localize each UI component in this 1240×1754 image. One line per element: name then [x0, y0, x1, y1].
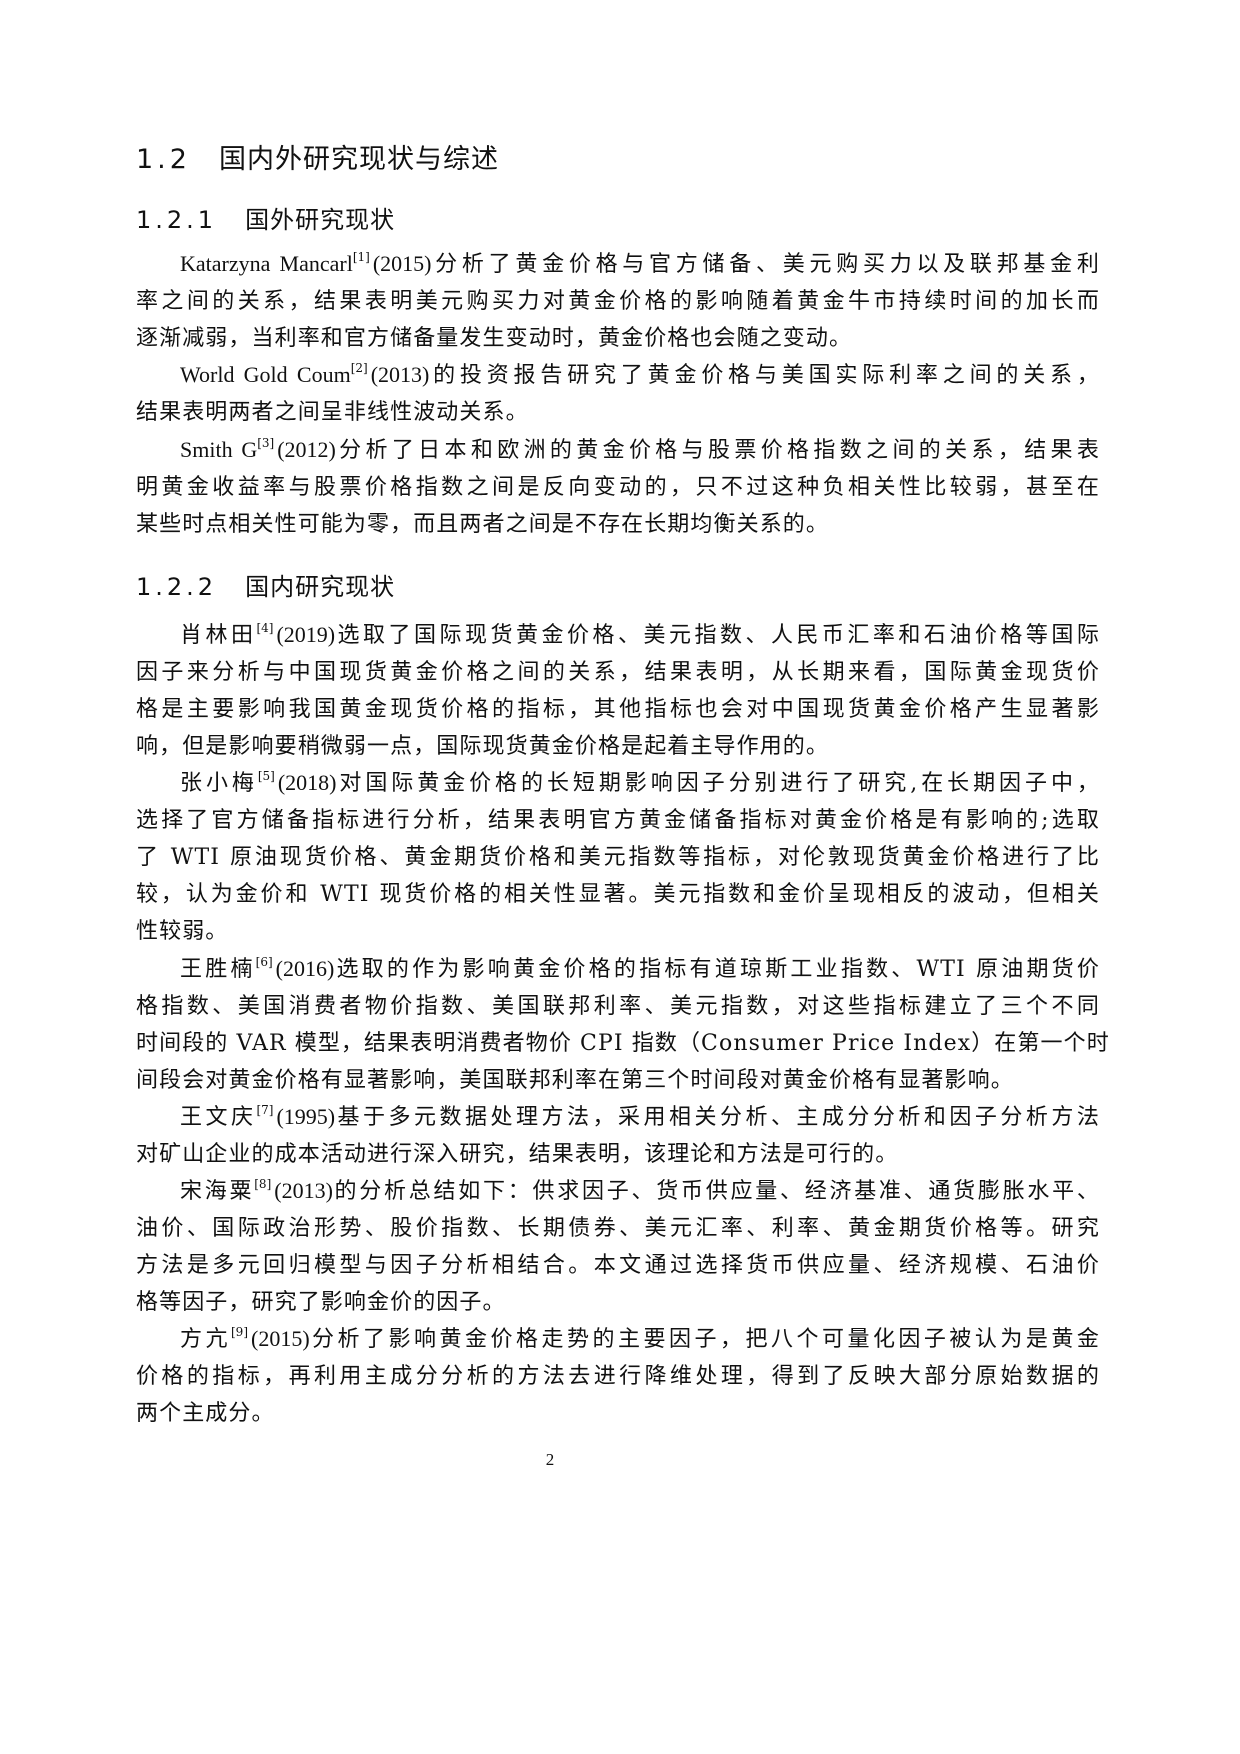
author: World Gold Coum	[180, 362, 351, 387]
author: Smith G	[180, 437, 258, 462]
text-line: 因子来分析与中国现货黄金价格之间的关系，结果表明，从长期来看，国际黄金现货价	[136, 660, 1100, 685]
subsection-heading-domestic: 1.2.2 国内研究现状	[136, 567, 395, 602]
text-line: 选取了国际现货黄金价格、美元指数、人民币汇率和石油价格等国际	[335, 623, 1100, 648]
text-line: 对矿山企业的成本活动进行深入研究，结果表明，该理论和方法是可行的。	[136, 1142, 899, 1167]
subsection-title: 国内研究现状	[245, 573, 396, 601]
year: (2013)	[274, 1178, 333, 1203]
year: (2019)	[276, 622, 336, 647]
text-line: 明黄金收益率与股票价格指数之间是反向变动的，只不过这种负相关性比较弱，甚至在	[136, 475, 1100, 500]
page-number: 2	[545, 1450, 555, 1469]
text-line: 了 WTI 原油现货价格、黄金期货价格和美元指数等指标，对伦敦现货黄金价格进行了…	[136, 845, 1100, 870]
citation-ref[interactable]: [3]	[257, 436, 275, 450]
author: 王胜楠	[180, 957, 256, 982]
section-number: 1.2	[136, 144, 191, 175]
text-line: 时间段的 VAR 模型，结果表明消费者物价 CPI 指数（Consumer Pr…	[136, 1031, 1110, 1056]
citation-ref[interactable]: [2]	[350, 361, 368, 375]
citation-ref[interactable]: [1]	[352, 250, 370, 264]
paragraph-ref-3: Smith G[3](2012)分析了日本和欧洲的黄金价格与股票价格指数之间的关…	[136, 431, 1100, 543]
text-line: 逐渐减弱，当利率和官方储备量发生变动时，黄金价格也会随之变动。	[136, 326, 853, 351]
author: 肖林田	[180, 623, 257, 648]
text-line: 格等因子，研究了影响金价的因子。	[136, 1290, 506, 1315]
author: Katarzyna Mancarl	[180, 251, 353, 276]
citation-ref[interactable]: [4]	[256, 621, 274, 635]
text-line: 分析了影响黄金价格走势的主要因子，把八个可量化因子被认为是黄金	[309, 1327, 1100, 1352]
paragraph-ref-5: 张小梅[5](2018)对国际黄金价格的长短期影响因子分别进行了研究,在长期因子…	[136, 764, 1100, 950]
text-line: 格是主要影响我国黄金现货价格的指标，其他指标也会对中国现货黄金价格产生显著影	[136, 697, 1100, 722]
paragraph-ref-8: 宋海粟[8](2013)的分析总结如下：供求因子、货币供应量、经济基准、通货膨胀…	[136, 1172, 1100, 1321]
text-line: 两个主成分。	[136, 1401, 275, 1426]
year: (2015)	[251, 1326, 310, 1351]
text-line: 油价、国际政治形势、股价指数、长期债券、美元汇率、利率、黄金期货价格等。研究	[136, 1216, 1100, 1241]
citation-ref[interactable]: [8]	[254, 1177, 272, 1191]
text-line: 价格的指标，再利用主成分分析的方法去进行降维处理，得到了反映大部分原始数据的	[136, 1364, 1100, 1389]
year: (2018)	[277, 770, 337, 795]
citation-ref[interactable]: [6]	[255, 955, 273, 969]
subsection-number: 1.2.2	[136, 573, 218, 601]
year: (2016)	[275, 956, 335, 981]
text-line: 基于多元数据处理方法，采用相关分析、主成分分析和因子分析方法	[335, 1105, 1100, 1130]
author: 宋海粟	[180, 1179, 255, 1204]
author: 王文庆	[180, 1105, 257, 1130]
citation-ref[interactable]: [7]	[256, 1103, 274, 1117]
subsection-heading-foreign: 1.2.1 国外研究现状	[136, 200, 395, 235]
text-line: 响，但是影响要稍微弱一点，国际现货黄金价格是起着主导作用的。	[136, 734, 830, 759]
section-title: 国内外研究现状与综述	[218, 144, 499, 175]
paragraph-ref-4: 肖林田[4](2019)选取了国际现货黄金价格、美元指数、人民币汇率和石油价格等…	[136, 616, 1100, 765]
text-line: 选取的作为影响黄金价格的指标有道琼斯工业指数、WTI 原油期货价	[334, 957, 1100, 982]
subsection-title: 国外研究现状	[245, 206, 396, 234]
text-line: 选择了官方储备指标进行分析，结果表明官方黄金储备指标对黄金价格是有影响的;选取	[136, 808, 1100, 833]
paragraph-ref-1: Katarzyna Mancarl[1](2015)分析了黄金价格与官方储备、美…	[136, 245, 1100, 357]
text-line: 格指数、美国消费者物价指数、美国联邦利率、美元指数，对这些指标建立了三个不同	[136, 994, 1100, 1019]
text-line: 的投资报告研究了黄金价格与美国实际利率之间的关系，	[429, 363, 1100, 388]
text-line: 间段会对黄金价格有显著影响，美国联邦利率在第三个时间段对黄金价格有显著影响。	[136, 1068, 1014, 1093]
year: (2013)	[370, 362, 430, 387]
text-line: 的分析总结如下：供求因子、货币供应量、经济基准、通货膨胀水平、	[332, 1179, 1100, 1204]
paragraph-ref-7: 王文庆[7](1995)基于多元数据处理方法，采用相关分析、主成分分析和因子分析…	[136, 1098, 1100, 1173]
text-line: 某些时点相关性可能为零，而且两者之间是不存在长期均衡关系的。	[136, 512, 830, 537]
year: (1995)	[276, 1104, 336, 1129]
paragraph-ref-2: World Gold Coum[2](2013)的投资报告研究了黄金价格与美国实…	[136, 356, 1100, 431]
text-line: 较，认为金价和 WTI 现货价格的相关性显著。美元指数和金价呈现相反的波动，但相…	[136, 882, 1100, 907]
section-heading: 1.2 国内外研究现状与综述	[136, 137, 499, 176]
citation-ref[interactable]: [5]	[257, 769, 275, 783]
paragraph-ref-9: 方亢[9](2015)分析了影响黄金价格走势的主要因子，把八个可量化因子被认为是…	[136, 1320, 1100, 1432]
text-line: 方法是多元回归模型与因子分析相结合。本文通过选择货币供应量、经济规模、石油价	[136, 1253, 1100, 1278]
citation-ref[interactable]: [9]	[231, 1325, 248, 1339]
text-line: 结果表明两者之间呈非线性波动关系。	[136, 400, 529, 425]
text-line: 对国际黄金价格的长短期影响因子分别进行了研究,在长期因子中，	[336, 771, 1100, 796]
year: (2015)	[372, 251, 432, 276]
year: (2012)	[277, 437, 336, 462]
text-line: 分析了日本和欧洲的黄金价格与股票价格指数之间的关系，结果表	[335, 438, 1100, 463]
text-line: 分析了黄金价格与官方储备、美元购买力以及联邦基金利	[431, 252, 1100, 277]
subsection-number: 1.2.1	[136, 206, 218, 234]
author: 方亢	[180, 1327, 231, 1352]
author: 张小梅	[180, 771, 258, 796]
text-line: 率之间的关系，结果表明美元购买力对黄金价格的影响随着黄金牛市持续时间的加长而	[136, 289, 1100, 314]
paragraph-ref-6: 王胜楠[6](2016)选取的作为影响黄金价格的指标有道琼斯工业指数、WTI 原…	[136, 950, 1110, 1099]
text-line: 性较弱。	[136, 919, 229, 944]
